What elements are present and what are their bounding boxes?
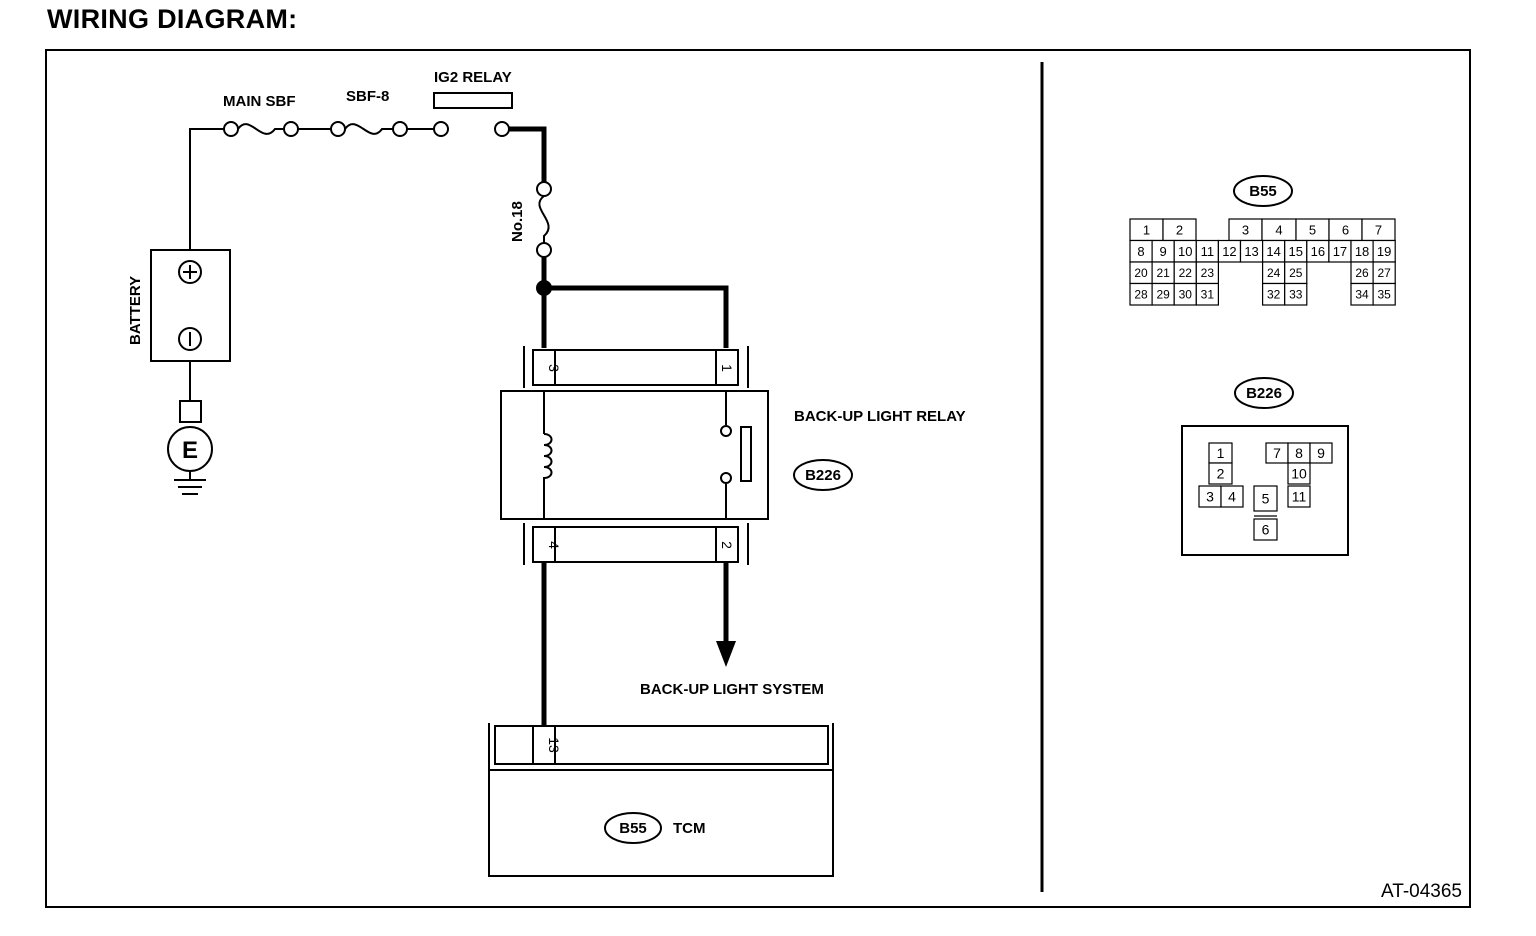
b55-pin-24: 24 <box>1267 266 1281 280</box>
battery-feed-wire <box>189 128 224 262</box>
backup-system-label: BACK-UP LIGHT SYSTEM <box>640 681 824 698</box>
b55-pin-6: 6 <box>1342 222 1349 237</box>
b226-pin-7: 7 <box>1273 445 1281 461</box>
b226-pin-11: 11 <box>1292 489 1307 505</box>
b55-pin-25: 25 <box>1289 266 1303 280</box>
relay-pin-4: 4 <box>546 541 562 549</box>
b55-pin-29: 29 <box>1156 288 1170 302</box>
b55-face-badge <box>1233 175 1293 207</box>
b55-pin-21: 21 <box>1156 266 1170 280</box>
b226-pin-5: 5 <box>1262 491 1270 507</box>
battery-label: BATTERY <box>127 276 144 345</box>
main-sbf-label: MAIN SBF <box>223 93 296 110</box>
b226-pin-11-box <box>1287 485 1311 508</box>
b226-pin-4-box <box>1220 485 1244 508</box>
arrow-down-icon <box>716 641 736 667</box>
b55-pin-27: 27 <box>1377 266 1391 280</box>
tcm-label: TCM <box>673 820 706 837</box>
b226-pin-5-box <box>1253 485 1278 512</box>
tcm-pin-13: 13 <box>546 737 562 753</box>
diagram-frame <box>45 49 1471 908</box>
b55-pin-31: 31 <box>1201 288 1215 302</box>
b226-pin-6-box <box>1253 518 1278 541</box>
b55-pin-32: 32 <box>1267 288 1281 302</box>
b226-pin-10-box <box>1287 462 1311 485</box>
b55-pin-22: 22 <box>1179 266 1193 280</box>
b55-pin-15: 15 <box>1289 244 1303 259</box>
b55-pin-10: 10 <box>1178 244 1192 259</box>
sbf8-label: SBF-8 <box>346 88 389 105</box>
sbf8-fuse <box>330 121 408 137</box>
b55-pin-14: 14 <box>1266 244 1280 259</box>
b55-pin-12: 12 <box>1222 244 1236 259</box>
fuse-no18 <box>536 181 552 258</box>
relay-bottom-connector <box>523 523 749 565</box>
backup-relay-label: BACK-UP LIGHT RELAY <box>794 408 966 425</box>
b55-pin-35-box <box>1372 282 1396 306</box>
backup-light-relay <box>500 390 769 520</box>
ground-label: E <box>182 437 198 464</box>
b55-pin-13: 13 <box>1244 244 1258 259</box>
b226-pin-10: 10 <box>1291 466 1307 482</box>
main-sbf-fuse <box>223 121 299 137</box>
b226-pin-6: 6 <box>1262 522 1270 538</box>
b55-pin-30: 30 <box>1179 288 1193 302</box>
b55-pin-2: 2 <box>1176 222 1183 237</box>
relay-pin-3: 3 <box>546 364 562 372</box>
figure-id: AT-04365 <box>1381 881 1462 902</box>
b226-pin-8: 8 <box>1295 445 1303 461</box>
b226-pin-3: 3 <box>1206 489 1214 505</box>
b226-pin-9-box <box>1309 442 1333 464</box>
b55-pin-20: 20 <box>1134 266 1148 280</box>
page-title: WIRING DIAGRAM: <box>47 4 298 34</box>
ig2-output-wire <box>509 126 547 182</box>
b55-pin-16: 16 <box>1311 244 1325 259</box>
b55-pin-7: 7 <box>1375 222 1382 237</box>
b226-pin-9: 9 <box>1317 445 1325 461</box>
b55-pin-18: 18 <box>1355 244 1369 259</box>
relay-pin-1: 1 <box>719 364 735 372</box>
fuse-no18-label: No.18 <box>509 201 526 242</box>
b55-pin-23: 23 <box>1201 266 1215 280</box>
b226-pin-1: 1 <box>1217 445 1225 461</box>
b55-pin-1: 1 <box>1143 222 1150 237</box>
b55-pin-26: 26 <box>1355 266 1369 280</box>
ig2-relay-label: IG2 RELAY <box>434 69 512 86</box>
b226-face-title: B226 <box>1246 385 1282 402</box>
b55-pin-9: 9 <box>1160 244 1167 259</box>
b226-face-badge <box>1234 377 1294 409</box>
battery <box>150 249 231 362</box>
relay-pin-2: 2 <box>719 541 735 549</box>
b55-pin-3: 3 <box>1242 222 1249 237</box>
b55-pin-4: 4 <box>1275 222 1282 237</box>
relay-top-connector <box>523 346 749 388</box>
tcm-connector <box>488 723 834 770</box>
b55-pin-31-box <box>1195 282 1220 306</box>
b55-pin-35: 35 <box>1377 288 1391 302</box>
ig2-relay <box>433 92 513 137</box>
wire-junction-to-pin1 <box>544 285 729 348</box>
b55-pin-8: 8 <box>1137 244 1144 259</box>
ground-symbol <box>167 400 213 495</box>
tcm-unit <box>488 769 834 877</box>
b55-pin-17: 17 <box>1333 244 1347 259</box>
b226-pin-4: 4 <box>1228 489 1236 505</box>
b55-pin-19: 19 <box>1377 244 1391 259</box>
b226-pin-2: 2 <box>1217 466 1225 482</box>
b55-pin-28: 28 <box>1134 288 1148 302</box>
b55-face-title: B55 <box>1249 183 1277 200</box>
b55-badge-text: B55 <box>619 820 647 837</box>
b226-pin-2-box <box>1208 462 1233 485</box>
b226-badge-text: B226 <box>805 467 841 484</box>
b55-pin-33: 33 <box>1289 288 1303 302</box>
b55-pin-11: 11 <box>1201 244 1215 259</box>
b226-connector-badge <box>793 459 853 491</box>
b55-pin-5: 5 <box>1309 222 1316 237</box>
b55-pin-34: 34 <box>1355 288 1369 302</box>
b55-pin-33-box <box>1284 282 1308 306</box>
